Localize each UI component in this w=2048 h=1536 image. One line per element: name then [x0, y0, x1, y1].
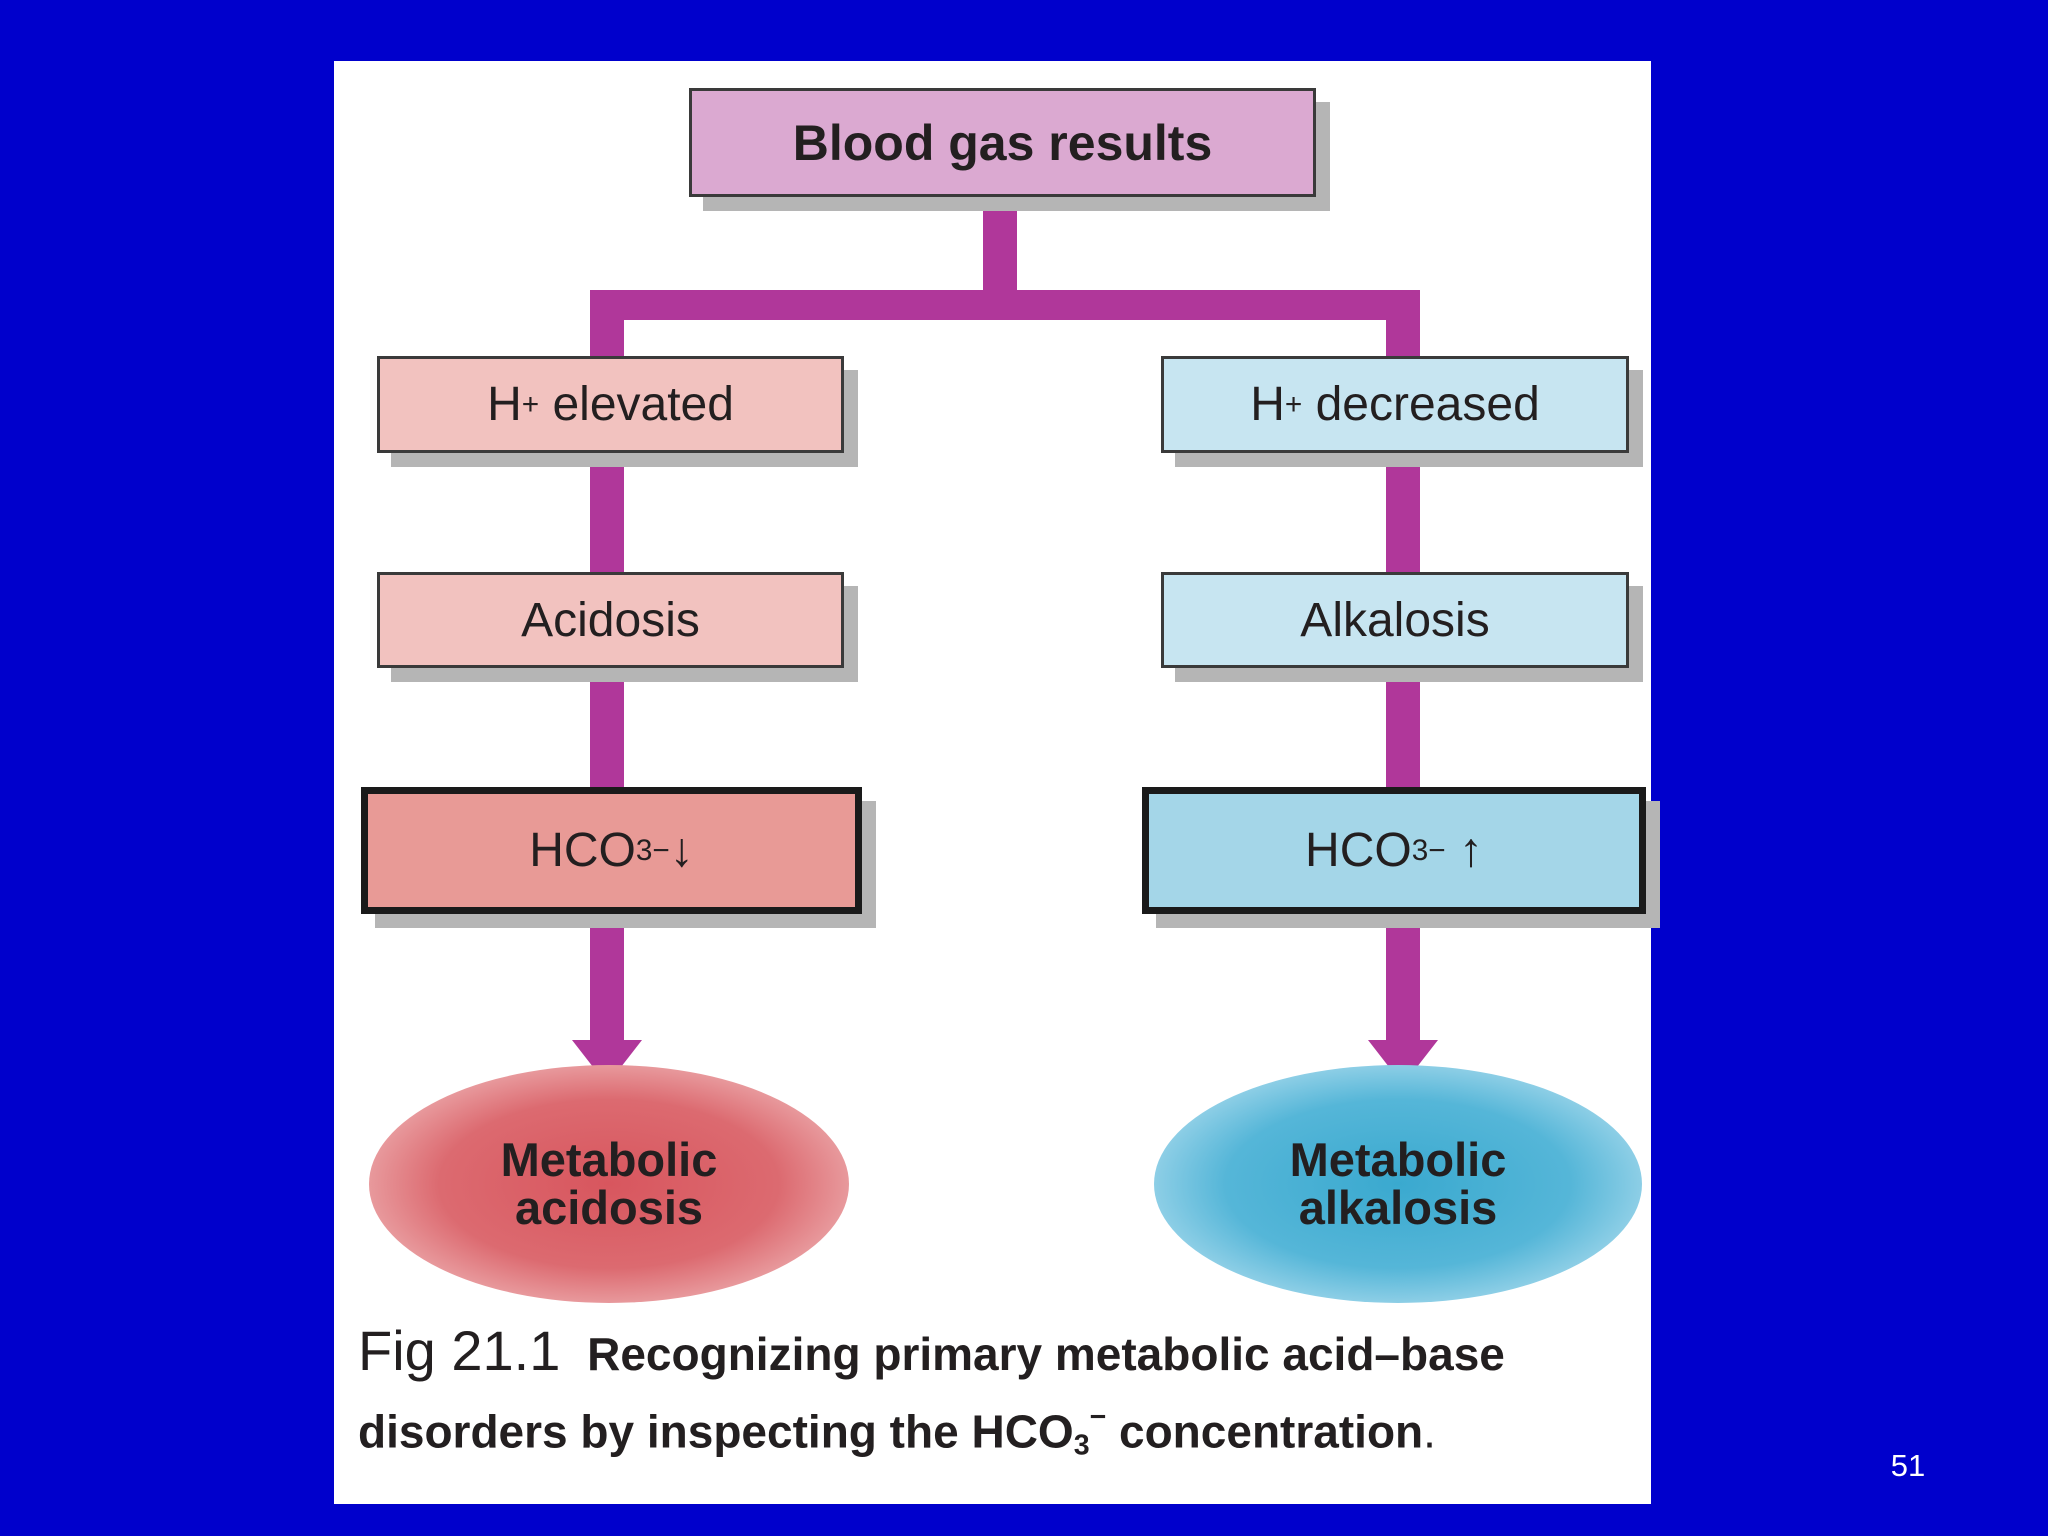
right-shaft-3: [1386, 668, 1420, 804]
h-decreased-node: H+ decreased: [1161, 356, 1629, 453]
h-decreased-plus: +: [1284, 387, 1303, 421]
h-elevated-symbol: H: [487, 378, 522, 431]
caption-hco-sub: 3: [1073, 1429, 1090, 1462]
root-label: Blood gas results: [792, 114, 1213, 171]
figure-number: Fig 21.1: [358, 1319, 561, 1382]
root-stem: [983, 197, 1017, 290]
right-shaft-2: [1386, 453, 1420, 590]
acidosis-node: Acidosis: [377, 572, 844, 668]
hco3-low-charge: −: [652, 833, 670, 867]
left-shaft-2: [590, 453, 624, 590]
up-arrow-icon: ↑: [1458, 824, 1483, 877]
metabolic-acidosis-node: Metabolic acidosis: [369, 1065, 849, 1303]
hco3-high-sub: 3: [1411, 833, 1429, 867]
acidosis-label: Acidosis: [521, 593, 700, 647]
caption-hco: HCO: [971, 1405, 1074, 1458]
left-shaft-4: [590, 914, 624, 1042]
left-arrowhead-4: [572, 1040, 642, 1085]
caption-text-b: concentration: [1119, 1405, 1424, 1458]
h-elevated-plus: +: [521, 387, 540, 421]
hco3-high-symbol: HCO: [1305, 824, 1412, 877]
alkalosis-label: Alkalosis: [1300, 593, 1490, 647]
figure-panel: Blood gas results H+ elevated Acidosis H…: [334, 61, 1651, 1504]
metabolic-acidosis-line2: acidosis: [514, 1181, 704, 1234]
hco3-high-charge: −: [1428, 833, 1446, 867]
hco3-low-symbol: HCO: [529, 824, 636, 877]
figure-caption: Fig 21.1 Recognizing primary metabolic a…: [358, 1319, 1608, 1478]
metabolic-acidosis-line1: Metabolic: [500, 1133, 718, 1186]
h-elevated-label: elevated: [552, 378, 734, 431]
alkalosis-node: Alkalosis: [1161, 572, 1629, 668]
metabolic-alkalosis-node: Metabolic alkalosis: [1154, 1065, 1642, 1303]
down-arrow-icon: ↓: [669, 824, 694, 877]
caption-end: .: [1423, 1405, 1436, 1458]
caption-hco-charge: −: [1089, 1401, 1107, 1433]
page-number: 51: [1890, 1448, 1926, 1483]
hco3-low-sub: 3: [635, 833, 653, 867]
h-elevated-node: H+ elevated: [377, 356, 844, 453]
h-decreased-label: decreased: [1315, 378, 1540, 431]
h-decreased-symbol: H: [1250, 378, 1285, 431]
metabolic-alkalosis-line1: Metabolic: [1289, 1133, 1507, 1186]
root-node: Blood gas results: [689, 88, 1316, 197]
right-arrowhead-4: [1368, 1040, 1438, 1085]
right-shaft-4: [1386, 914, 1420, 1042]
branch-bar: [590, 290, 1420, 320]
metabolic-alkalosis-line2: alkalosis: [1298, 1181, 1498, 1234]
caption-text-a: Recognizing primary metabolic acid–base …: [358, 1328, 1505, 1458]
left-shaft-3: [590, 668, 624, 804]
